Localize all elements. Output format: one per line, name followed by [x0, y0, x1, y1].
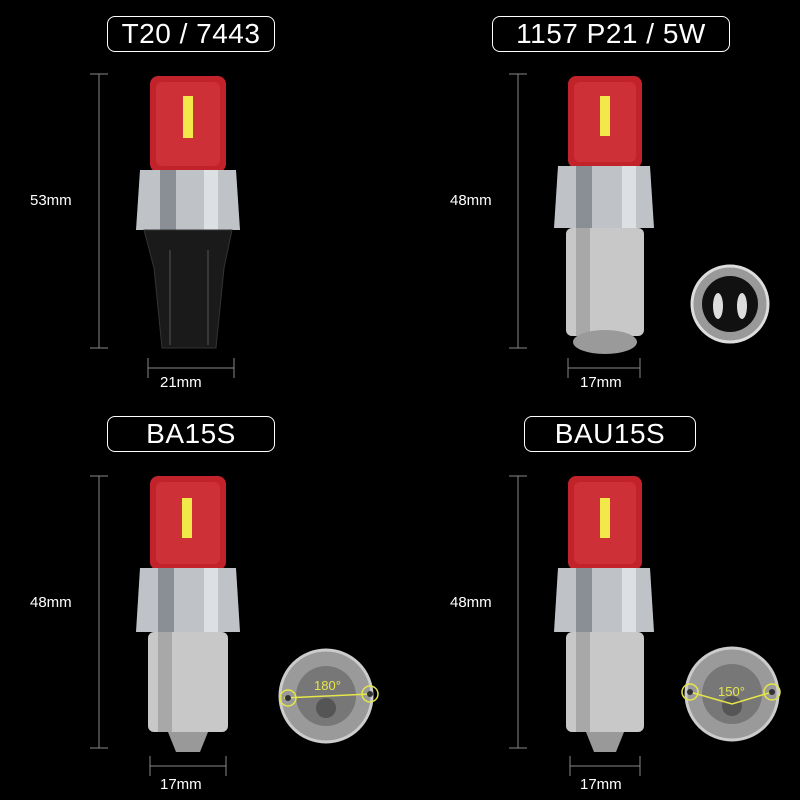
angle-label: 150°: [718, 684, 745, 699]
width-label: 17mm: [580, 776, 622, 793]
bulb-title-1157: 1157 P21 / 5W: [492, 16, 730, 52]
bulb-title-bau15s: BAU15S: [524, 416, 696, 452]
width-label: 17mm: [160, 776, 202, 793]
bulb-title-ba15s: BA15S: [107, 416, 275, 452]
height-label: 48mm: [450, 594, 492, 611]
bulb-illustration-ba15s: 180°: [90, 475, 379, 776]
width-label: 21mm: [160, 374, 202, 391]
panel-bau15s: BAU15S 150° 48mm 17mm: [400, 400, 800, 800]
height-label: 53mm: [30, 192, 72, 209]
angle-label: 180°: [314, 678, 341, 693]
bulb-illustration-t20: [90, 73, 240, 378]
height-label: 48mm: [30, 594, 72, 611]
width-label: 17mm: [580, 374, 622, 391]
bulb-title-t20-7443: T20 / 7443: [107, 16, 275, 52]
bulb-illustration-bau15s: 150°: [509, 475, 781, 776]
panel-1157-p21-5w: 1157 P21 / 5W 48mm 17mm: [400, 0, 800, 400]
bulb-illustration-1157: [509, 73, 770, 378]
panel-ba15s: BA15S 180° 48mm 17mm: [0, 400, 400, 800]
panel-t20-7443: T20 / 7443 53mm 21mm: [0, 0, 400, 400]
height-label: 48mm: [450, 192, 492, 209]
